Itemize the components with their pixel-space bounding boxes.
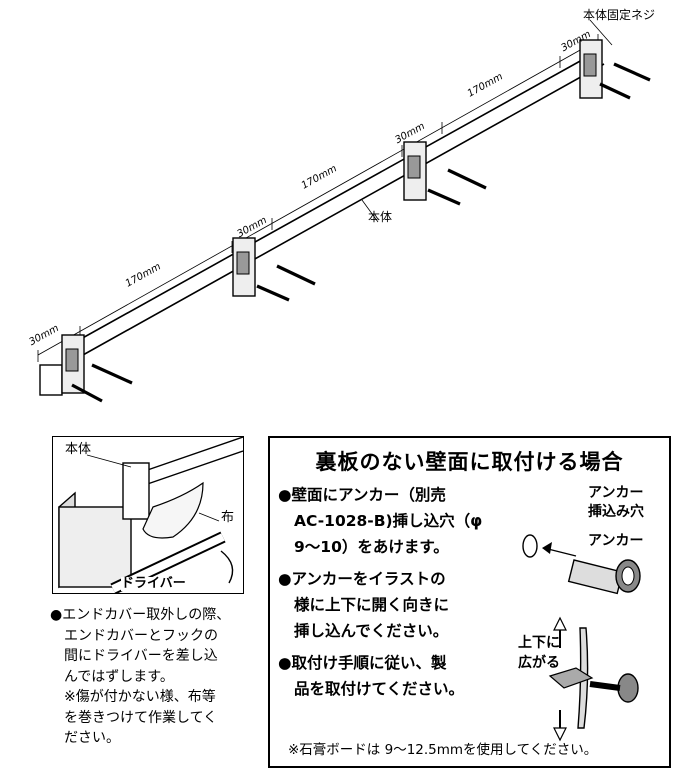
bracket-3 bbox=[403, 141, 487, 206]
note-line: んではずします。 bbox=[64, 668, 174, 685]
main-diagram: 本体固定ネジ 本体 30mm 170mm 30mm 170mm 30mm 170… bbox=[27, 8, 656, 403]
step-line: ●壁面にアンカー（別売 bbox=[278, 486, 446, 504]
install-title: 裏板のない壁面に取付ける場合 bbox=[315, 450, 624, 474]
removal-note: ●エンドカバー取外しの際、 エンドカバーとフックの 間にドライバーを差し込 んで… bbox=[50, 605, 260, 749]
step-line: 挿し込んでください。 bbox=[294, 622, 449, 640]
end-cover-inset: 本体 布 ドライバー bbox=[52, 436, 244, 594]
anchor-hole-label-1: アンカー bbox=[588, 485, 644, 501]
install-box: 裏板のない壁面に取付ける場合 ●壁面にアンカー（別売 AC-1028-B)挿し込… bbox=[268, 436, 671, 768]
bracket-1 bbox=[39, 334, 133, 403]
screw-leader bbox=[589, 19, 613, 46]
screw-label: 本体固定ネジ bbox=[583, 8, 656, 22]
anchor-hole-label-2: 挿込み穴 bbox=[588, 504, 644, 520]
plasterboard-note: ※石膏ボードは 9～12.5mmを使用してください。 bbox=[288, 742, 598, 758]
inset-cloth-label: 布 bbox=[221, 510, 235, 525]
note-line: 間にドライバーを差し込 bbox=[64, 648, 218, 664]
install-step-2: ●アンカーをイラストの 様に上下に開く向きに 挿し込んでください。 bbox=[278, 566, 449, 644]
step-line: AC-1028-B)挿し込穴（φ bbox=[294, 512, 483, 530]
step-line: ●取付け手順に従い、製 bbox=[278, 654, 447, 672]
step-line: 品を取付けてください。 bbox=[294, 680, 465, 698]
step-line: ●アンカーをイラストの bbox=[278, 570, 446, 588]
install-step-1: ●壁面にアンカー（別売 AC-1028-B)挿し込穴（φ 9～10）をあけます。 bbox=[278, 482, 482, 560]
bracket-2 bbox=[232, 237, 316, 302]
inset-driver-label: ドライバー bbox=[121, 576, 186, 591]
note-line: ●エンドカバー取外しの際、 bbox=[50, 607, 231, 623]
note-line: ださい。 bbox=[64, 730, 120, 746]
note-line: ※傷が付かない様、布等 bbox=[64, 689, 216, 705]
anchor-label: アンカー bbox=[588, 533, 644, 549]
rail-body bbox=[69, 49, 605, 361]
note-line: エンドカバーとフックの bbox=[64, 627, 218, 644]
note-line: を巻きつけて作業してく bbox=[64, 709, 218, 726]
body-leader bbox=[361, 199, 379, 223]
anchor-drawing bbox=[522, 534, 641, 742]
bracket-4 bbox=[579, 39, 651, 100]
rail-drawing bbox=[37, 19, 651, 403]
install-step-3: ●取付け手順に従い、製 品を取付けてください。 bbox=[278, 650, 464, 702]
step-line: 9～10）をあけます。 bbox=[294, 538, 449, 556]
dimension-line bbox=[37, 34, 599, 362]
end-cover-drawing bbox=[58, 437, 243, 593]
spread-label-1: 上下に bbox=[518, 635, 560, 651]
spread-label-2: 広がる bbox=[518, 655, 560, 671]
step-line: 様に上下に開く向きに bbox=[294, 596, 450, 614]
inset-body-label: 本体 bbox=[65, 442, 92, 457]
body-label: 本体 bbox=[368, 210, 393, 224]
